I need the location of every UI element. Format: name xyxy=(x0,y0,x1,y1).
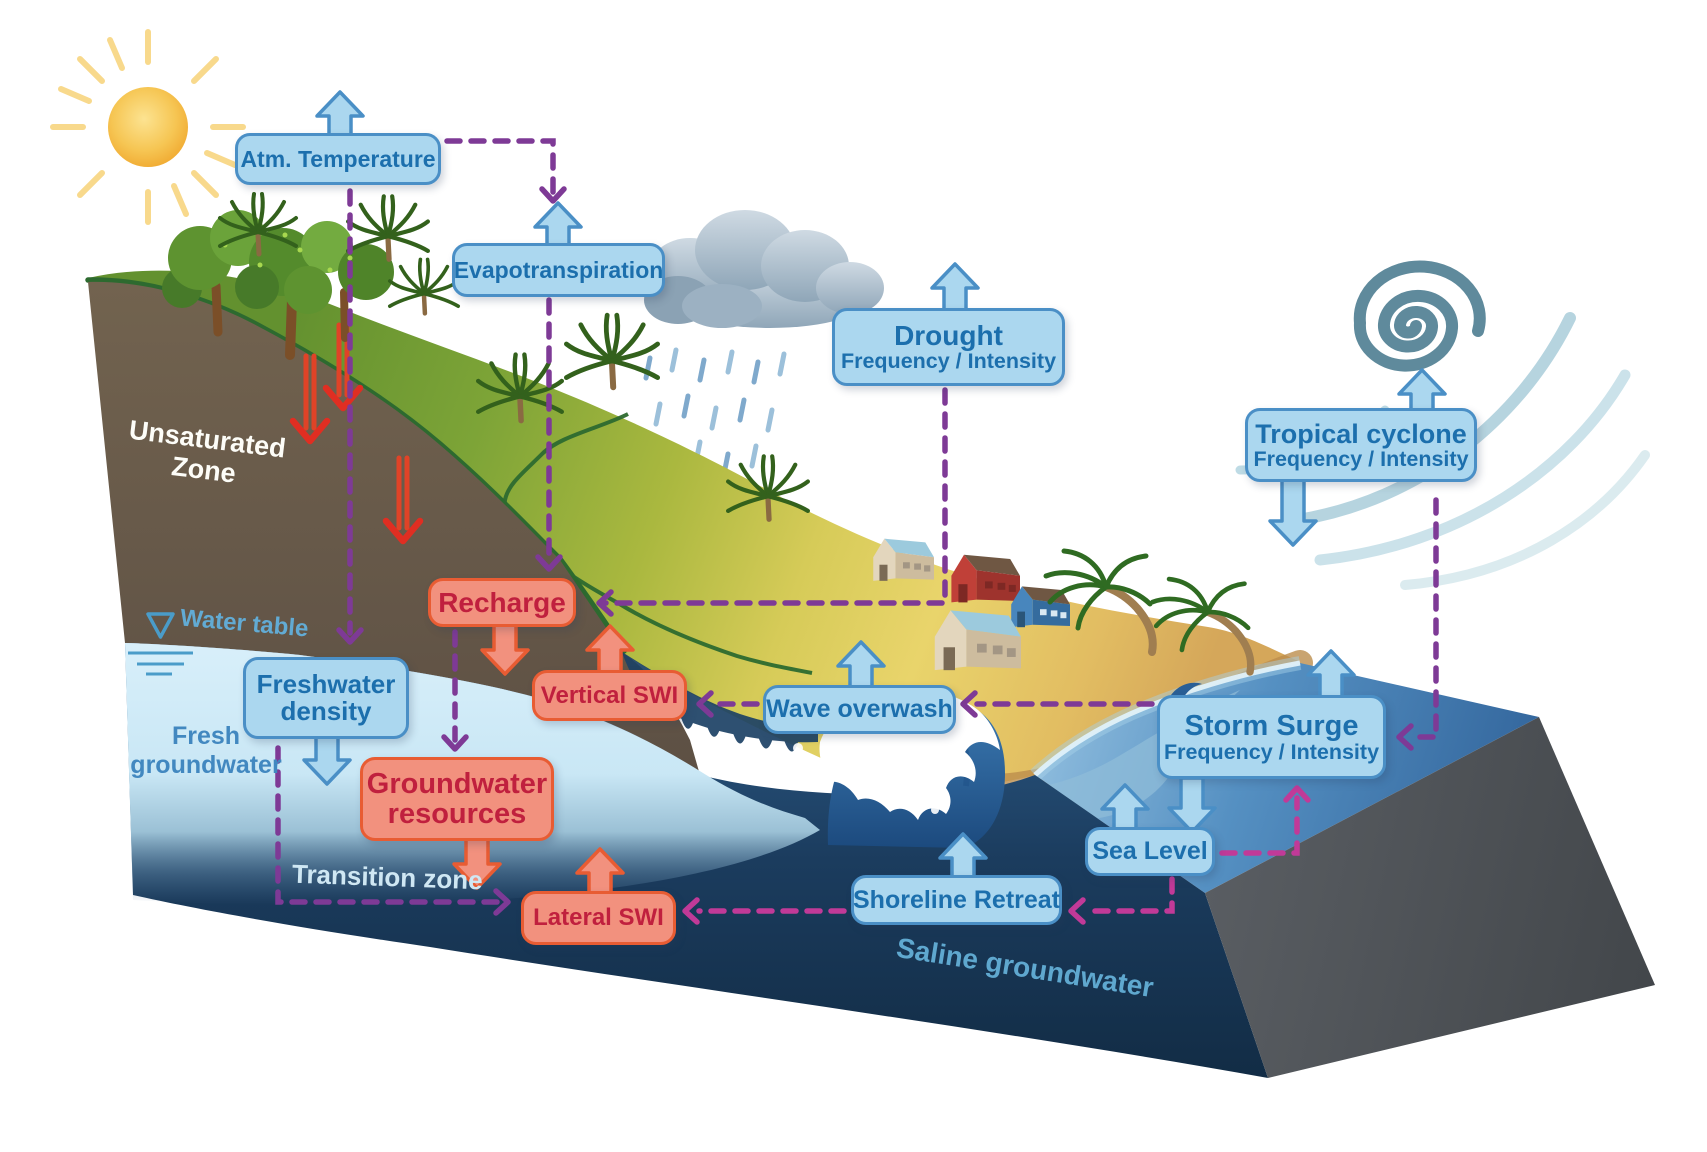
storm-surge-down-arrow xyxy=(1167,776,1217,834)
rain-icon xyxy=(643,347,787,477)
node-drought-subtitle: Frequency / Intensity xyxy=(840,349,1057,374)
freshwater-density-down-arrow xyxy=(302,733,352,786)
fresh-groundwater-label: Fresh groundwater xyxy=(130,722,282,779)
node-shoreline-retreat-label: Shoreline Retreat xyxy=(853,885,1061,914)
lateral-swi-up-arrow xyxy=(575,847,625,895)
node-storm-surge: Storm Surge Frequency / Intensity xyxy=(1157,695,1386,779)
node-lateral-swi-label: Lateral SWI xyxy=(533,904,664,932)
node-recharge-label: Recharge xyxy=(438,586,566,618)
house-icon xyxy=(873,538,934,581)
node-wave-overwash-label: Wave overwash xyxy=(766,695,953,724)
diagram-links xyxy=(275,138,1439,925)
node-groundwater-resources: Groundwater resources xyxy=(360,757,554,841)
shoreline-retreat-up-arrow xyxy=(938,832,988,880)
node-lateral-swi: Lateral SWI xyxy=(521,891,676,945)
cyclone-up-arrow xyxy=(1397,368,1447,414)
node-evapotranspiration: Evapotranspiration xyxy=(452,243,665,297)
node-shoreline-retreat: Shoreline Retreat xyxy=(851,875,1062,925)
recharge-down-arrow xyxy=(480,622,530,676)
link-atm-to-evapotranspiration xyxy=(444,138,556,195)
vertical-swi-up-arrow xyxy=(585,624,635,674)
node-atm-temperature: Atm. Temperature xyxy=(235,133,441,185)
node-evapotranspiration-label: Evapotranspiration xyxy=(453,256,664,283)
tree-icons xyxy=(162,194,808,519)
node-tropical-cyclone-title: Tropical cyclone xyxy=(1255,418,1467,449)
link-freshwater-density-to-lateral-swi xyxy=(275,745,502,905)
node-wave-overwash: Wave overwash xyxy=(763,685,956,734)
block-side-face xyxy=(1205,717,1655,1078)
transition-zone-label: Transition zone xyxy=(291,858,484,896)
node-vertical-swi: Vertical SWI xyxy=(532,670,687,721)
node-recharge: Recharge xyxy=(428,578,576,627)
node-storm-surge-title: Storm Surge xyxy=(1184,709,1359,742)
node-tropical-cyclone: Tropical cyclone Frequency / Intensity xyxy=(1245,408,1477,482)
node-freshwater-density-label: Freshwater density xyxy=(256,668,396,726)
node-atm-temperature-label: Atm. Temperature xyxy=(240,145,436,172)
link-cyclone-to-storm-surge xyxy=(1410,497,1439,740)
node-drought: Drought Frequency / Intensity xyxy=(832,308,1065,386)
link-sea-level-to-storm-surge xyxy=(1219,795,1300,856)
node-sea-level: Sea Level xyxy=(1085,827,1215,876)
trend-arrows xyxy=(302,90,1447,895)
rain-cloud-icon xyxy=(643,210,884,477)
sun-icon xyxy=(50,29,246,225)
palm-tree-icon xyxy=(390,259,458,313)
node-tropical-cyclone-subtitle: Frequency / Intensity xyxy=(1253,446,1469,471)
water-table-icon xyxy=(128,612,193,676)
cyclone-down-arrow xyxy=(1268,476,1318,547)
atm-temperature-up-arrow xyxy=(315,90,365,140)
groundwater-down-arrow xyxy=(452,836,502,890)
house-icon xyxy=(934,610,1021,671)
wave-overwash-up-arrow xyxy=(836,640,886,690)
node-groundwater-resources-label: Groundwater resources xyxy=(366,767,548,830)
house-icon xyxy=(951,554,1020,603)
link-sea-level-to-shoreline-retreat xyxy=(1082,876,1175,914)
node-freshwater-density: Freshwater density xyxy=(243,657,409,739)
evapotranspiration-up-arrow xyxy=(533,201,583,249)
node-sea-level-label: Sea Level xyxy=(1092,837,1208,866)
link-drought-to-recharge xyxy=(600,387,948,606)
node-vertical-swi-label: Vertical SWI xyxy=(540,681,679,709)
node-drought-title: Drought xyxy=(894,320,1003,352)
drought-up-arrow xyxy=(930,262,980,314)
node-storm-surge-subtitle: Frequency / Intensity xyxy=(1163,739,1380,764)
